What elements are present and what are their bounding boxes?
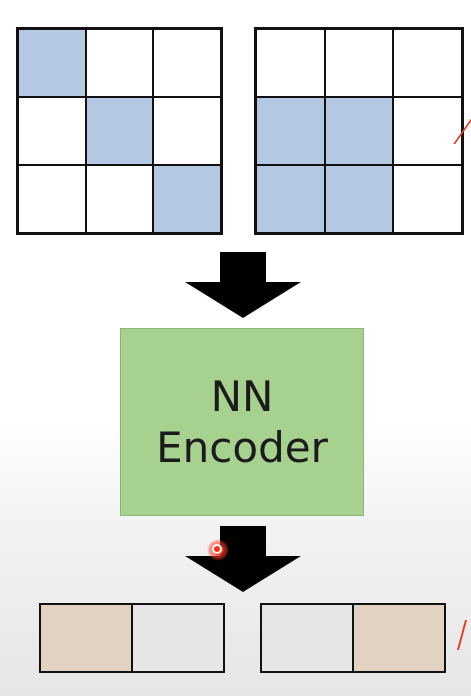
grid-cell [153, 29, 221, 97]
grid-cell [256, 29, 325, 97]
grid-cell [18, 97, 86, 165]
output-vector-right [260, 603, 446, 673]
grid-cell [393, 29, 462, 97]
grid-cell [18, 29, 86, 97]
output-vector-left [39, 603, 225, 673]
pointer-ring [212, 544, 222, 554]
down-arrow-icon [185, 252, 301, 318]
vector-cell [131, 605, 223, 671]
grid-cell [85, 29, 154, 97]
vector-cell [41, 605, 131, 671]
grid-cell [393, 165, 462, 233]
input-grid-right [254, 27, 464, 235]
grid-cell [18, 165, 86, 233]
input-grid-left [16, 27, 223, 235]
grid-cell [393, 97, 462, 165]
down-arrow-icon [185, 526, 301, 592]
grid-cell [324, 29, 394, 97]
nn-encoder-box: NN Encoder [120, 328, 364, 516]
red-annotation-mark-bottom [456, 620, 471, 650]
encoder-label-line1: NN [210, 371, 274, 421]
grid-cell [153, 165, 221, 233]
grid-cell [324, 97, 394, 165]
vector-cell [352, 605, 444, 671]
encoder-label-line2: Encoder [156, 423, 328, 472]
grid-cell [324, 165, 394, 233]
grid-cell [85, 97, 154, 165]
grid-cell [256, 97, 325, 165]
grid-cell [256, 165, 325, 233]
vector-cell [262, 605, 352, 671]
grid-cell [85, 165, 154, 233]
grid-cell [153, 97, 221, 165]
